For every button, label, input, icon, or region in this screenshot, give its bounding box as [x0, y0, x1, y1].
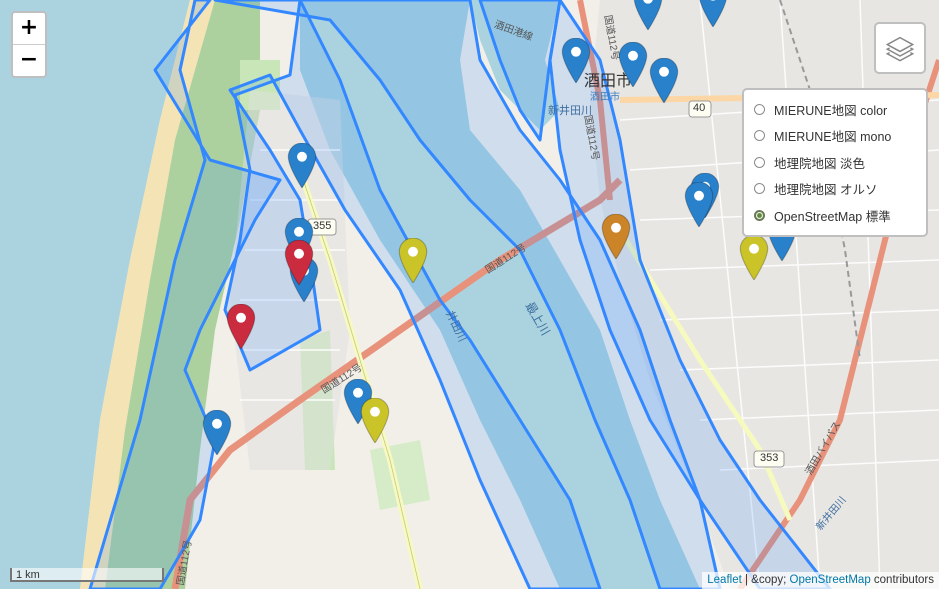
radio-button[interactable] — [754, 183, 765, 195]
attribution-separator: | &copy; — [741, 574, 790, 586]
map-pin-icon — [649, 57, 679, 104]
blue-map-marker[interactable] — [698, 0, 728, 28]
map-pin-icon — [601, 213, 631, 260]
layer-label: MIERUNE地図 mono — [774, 130, 892, 145]
layer-label: 地理院地図 オルソ — [774, 183, 878, 198]
layer-label: 地理院地図 淡色 — [774, 156, 865, 171]
label-route-40: 40 — [693, 102, 706, 114]
radio-button[interactable] — [754, 209, 765, 221]
label-route-355: 355 — [313, 220, 332, 232]
layer-option[interactable]: MIERUNE地図 mono — [754, 123, 918, 150]
route-112 — [171, 177, 623, 589]
zoom-in-button[interactable]: + — [13, 13, 45, 45]
layer-option[interactable]: 地理院地図 オルソ — [754, 176, 918, 203]
layer-option[interactable]: MIERUNE地図 color — [754, 96, 918, 123]
beach-area — [80, 0, 215, 589]
label-city-sub: 酒田市 — [590, 92, 620, 103]
leaflet-link[interactable]: Leaflet — [707, 574, 742, 586]
label-route-353: 353 — [760, 452, 779, 464]
river-branch — [470, 0, 560, 130]
yellow-map-marker[interactable] — [398, 237, 428, 284]
map-pin-icon — [618, 41, 648, 88]
zoom-control: + − — [11, 11, 47, 78]
map-pin-icon — [398, 237, 428, 284]
red-map-marker[interactable] — [226, 303, 256, 350]
layers-panel: MIERUNE地図 color MIERUNE地図 mono 地理院地図 淡色 … — [742, 88, 928, 237]
attribution: Leaflet | &copy; OpenStreetMap contribut… — [702, 572, 939, 589]
map-pin-icon — [287, 142, 317, 189]
map-pin-icon — [561, 37, 591, 84]
attribution-suffix: contributors — [870, 574, 934, 586]
radio-button[interactable] — [754, 130, 765, 142]
sea-area — [0, 0, 190, 589]
orange-map-marker[interactable] — [601, 213, 631, 260]
layer-label: OpenStreetMap 標準 — [774, 209, 891, 224]
scale-label: 1 km — [16, 569, 40, 581]
blue-map-marker[interactable] — [202, 409, 232, 456]
label-river-new-idagawa: 新井田川 — [548, 105, 592, 117]
map-pin-icon — [739, 234, 769, 281]
map-pin-icon — [226, 303, 256, 350]
layer-option[interactable]: OpenStreetMap 標準 — [754, 202, 918, 229]
red-map-marker[interactable] — [284, 239, 314, 286]
blue-map-marker[interactable] — [287, 142, 317, 189]
blue-map-marker[interactable] — [649, 57, 679, 104]
layer-label: MIERUNE地図 color — [774, 103, 888, 118]
blue-map-marker[interactable] — [561, 37, 591, 84]
layers-toggle-button[interactable] — [874, 22, 926, 74]
layer-option[interactable]: 地理院地図 淡色 — [754, 149, 918, 176]
blue-map-marker[interactable] — [684, 181, 714, 228]
map-pin-icon — [699, 0, 727, 28]
zoom-out-button[interactable]: − — [19, 47, 39, 72]
scale-bar: 1 km — [10, 568, 164, 582]
map-pin-icon — [284, 239, 314, 286]
zone-polygons — [88, 0, 832, 589]
radio-button[interactable] — [754, 156, 765, 168]
yellow-map-marker[interactable] — [739, 234, 769, 281]
layers-icon — [885, 36, 915, 62]
main-river — [300, 0, 700, 589]
map-pin-icon — [633, 0, 663, 31]
map-pin-icon — [684, 181, 714, 228]
blue-map-marker[interactable] — [633, 0, 663, 31]
map-pin-icon — [202, 409, 232, 456]
blue-map-marker[interactable] — [343, 378, 373, 425]
label-city: 酒田市 — [584, 73, 633, 90]
osm-link[interactable]: OpenStreetMap — [789, 574, 871, 586]
map-pin-icon — [360, 397, 390, 444]
radio-button[interactable] — [754, 103, 765, 115]
blue-map-marker[interactable] — [618, 41, 648, 88]
yellow-map-marker[interactable] — [360, 397, 390, 444]
forest-area — [105, 0, 260, 589]
